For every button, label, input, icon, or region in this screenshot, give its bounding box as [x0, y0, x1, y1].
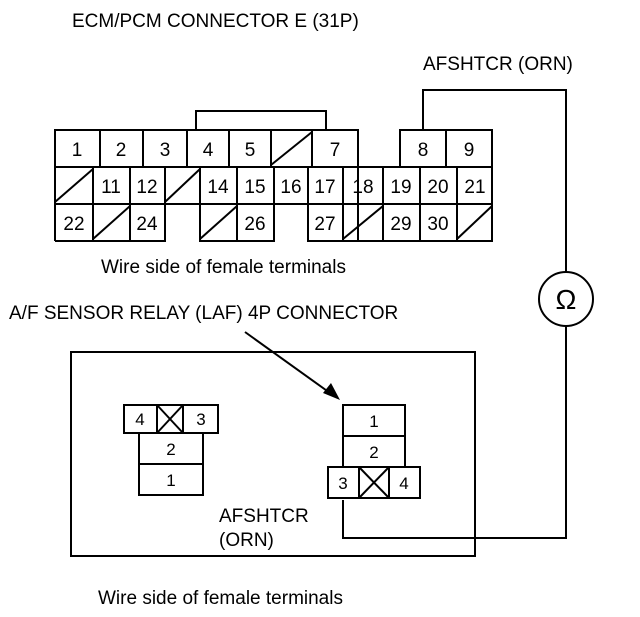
ecm-pin: 19	[390, 177, 411, 198]
wire-side-label-top: Wire side of female terminals	[101, 257, 346, 278]
laf-left-pin-3: 3	[196, 410, 205, 429]
blank-cavity-31	[456, 205, 493, 240]
laf-left-connector	[123, 404, 219, 496]
ohm-symbol: Ω	[556, 284, 577, 315]
laf-right-pin-3: 3	[338, 474, 347, 493]
ecm-pin: 7	[330, 140, 341, 161]
ecm-pin: 29	[390, 214, 411, 235]
ecm-row-1: 1 2 3 4 5 7 8 9	[72, 140, 475, 161]
ecm-pin: 16	[280, 177, 301, 198]
leader-arrowhead	[323, 383, 340, 400]
ecm-connector	[54, 110, 493, 242]
ecm-pin: 4	[203, 140, 214, 161]
afshtcr-wire-label-bottom-2: (ORN)	[219, 530, 274, 551]
afshtcr-wire-label-bottom-1: AFSHTCR	[219, 506, 309, 527]
ecm-pin: 5	[245, 140, 256, 161]
ohmmeter-icon	[538, 271, 594, 327]
ecm-pin: 1	[72, 140, 83, 161]
ecm-pin: 3	[160, 140, 171, 161]
ecm-pin: 2	[116, 140, 127, 161]
ecm-pin: 17	[314, 177, 335, 198]
laf-right-pin-2: 2	[369, 443, 378, 462]
ecm-pin: 26	[244, 214, 265, 235]
blank-cavity-6	[270, 131, 313, 166]
blank-cavity-23	[92, 205, 131, 240]
afshtcr-wire-label-top: AFSHTCR (ORN)	[423, 54, 573, 75]
ecm-pin: 18	[352, 177, 373, 198]
ecm-pin: 27	[314, 214, 335, 235]
ecm-pin: 14	[207, 177, 229, 198]
leader-arrow	[244, 331, 331, 394]
wire-side-label-bottom: Wire side of female terminals	[98, 588, 343, 609]
laf-left-pin-1: 1	[166, 471, 175, 490]
ecm-pin: 11	[101, 177, 121, 198]
blank-cavity-28	[342, 205, 384, 240]
ecm-pin: 24	[136, 214, 158, 235]
ecm-pin: 30	[427, 214, 448, 235]
ecm-pin: 8	[418, 140, 429, 161]
ecm-row-2: 11 12 14 15 16 17 18 19 20 21	[101, 177, 485, 198]
ecm-pin: 9	[464, 140, 475, 161]
ecm-pin: 12	[136, 177, 157, 198]
blank-cavity-13	[164, 168, 201, 203]
laf-left-pins: 4 3 2 1	[135, 410, 205, 490]
ecm-pin: 21	[464, 177, 485, 198]
blank-cavity-10	[54, 168, 94, 203]
ecm-connector-title: ECM/PCM CONNECTOR E (31P)	[72, 11, 359, 32]
ecm-pin: 20	[427, 177, 448, 198]
laf-right-connector	[327, 404, 421, 499]
laf-connector-title: A/F SENSOR RELAY (LAF) 4P CONNECTOR	[9, 303, 398, 324]
laf-left-pin-4: 4	[135, 410, 144, 429]
laf-left-pin-2: 2	[166, 440, 175, 459]
laf-right-pin-4: 4	[399, 474, 408, 493]
laf-right-pin-1: 1	[369, 412, 378, 431]
blank-cavity-25	[199, 205, 238, 240]
ecm-pin: 22	[63, 214, 84, 235]
ecm-pin: 15	[244, 177, 265, 198]
ohmmeter-wiring	[342, 89, 594, 539]
laf-right-pins: 1 2 3 4	[338, 412, 408, 493]
ecm-row-3: 22 24 26 27 29 30	[63, 214, 448, 235]
